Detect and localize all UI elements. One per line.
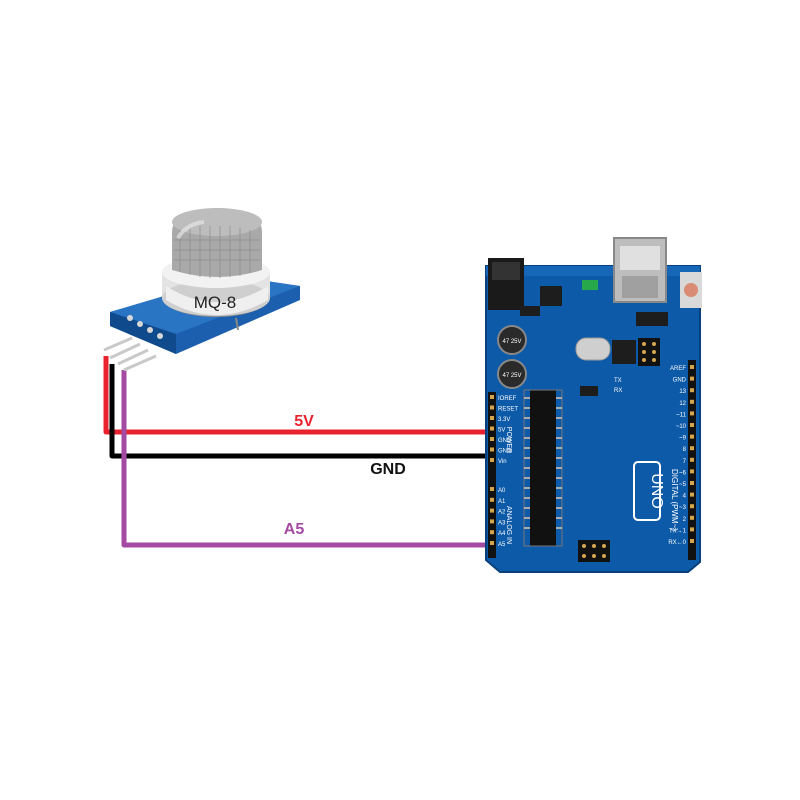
digital-pin-label: 2 (683, 517, 687, 523)
crystal-oscillator (575, 337, 611, 361)
wire-label-gnd: GND (370, 461, 406, 478)
digital-pin-label: AREF (670, 366, 686, 372)
digital-pin-hole (690, 434, 694, 439)
icsp-header-main (578, 540, 610, 562)
rx-led-label: RX (614, 388, 622, 394)
power-pin-hole (490, 395, 494, 399)
digital-pin-hole (690, 411, 694, 416)
power-header-label: POWER (505, 427, 512, 453)
analog-pin-label: A2 (498, 510, 506, 516)
analog-pin-label: A3 (498, 520, 506, 526)
usb-controller-chip (612, 340, 636, 364)
analog-pin-label: A0 (498, 488, 506, 494)
uno-logo: UNO (633, 461, 665, 521)
digital-pin-label: 12 (679, 401, 686, 407)
digital-pin-label: GND (673, 378, 687, 384)
svg-text:47 25V: 47 25V (502, 373, 521, 379)
electrolytic-capacitor-1: 47 25V (497, 325, 527, 355)
analog-pin-hole (490, 508, 494, 513)
wire-gnd (109, 364, 486, 459)
analog-pin-hole (490, 541, 494, 545)
digital-pin-hole (690, 469, 694, 474)
wire-label-5v: 5V (294, 413, 314, 430)
power-pin-label: 5V (498, 428, 505, 434)
power-pin-label: IOREF (498, 396, 517, 402)
digital-pin-hole (690, 446, 694, 451)
digital-pin-label: ~6 (679, 470, 687, 476)
icsp-header-usb (638, 338, 660, 366)
power-analog-header (488, 392, 496, 558)
digital-pin-label: ~3 (679, 505, 687, 511)
digital-pin-label: RX←0 (668, 540, 686, 546)
digital-pin-label: 4 (683, 494, 687, 500)
power-pin-label: Vin (498, 459, 507, 465)
analog-pin-label: A5 (498, 542, 506, 548)
digital-pin-label: ~9 (679, 436, 687, 442)
analog-pin-hole (490, 530, 494, 535)
digital-pin-labels: AREF GND 13 12 ~11 ~10 ~9 8 7 ~6 ~5 4 ~3 2TX→1RX←0 (668, 365, 694, 546)
uno-pcb (485, 265, 701, 573)
power-pin-hole (490, 447, 494, 452)
digital-pin-hole (690, 481, 694, 485)
digital-pin-label: 7 (683, 459, 687, 465)
usb-b-port (613, 237, 667, 303)
digital-pin-label: 13 (679, 389, 686, 395)
digital-pin-hole (690, 492, 694, 497)
analog-pin-hole (490, 519, 494, 524)
analog-pin-hole (490, 487, 494, 491)
electrolytic-capacitor-2: 47 25V (497, 359, 527, 389)
tx-led-label: TX (614, 378, 622, 384)
analog-pin-hole (490, 497, 494, 502)
svg-text:47 25V: 47 25V (502, 339, 521, 345)
wires (103, 356, 486, 548)
analog-pin-label: A4 (498, 531, 506, 537)
power-pin-hole (490, 426, 494, 431)
svg-text:UNO: UNO (648, 473, 665, 509)
digital-pin-hole (690, 365, 694, 369)
analog-header-label: ANALOG IN (505, 506, 512, 544)
power-pin-label: GND (498, 449, 512, 455)
dc-power-jack (488, 258, 524, 310)
digital-pin-hole (690, 527, 694, 532)
digital-pin-hole (690, 515, 694, 520)
arduino-uno-board: 47 25V 47 25V (485, 237, 702, 573)
digital-pin-label: ~5 (679, 482, 687, 488)
voltage-regulator (540, 286, 562, 306)
digital-pin-hole (690, 376, 694, 381)
power-pin-hole (490, 458, 494, 462)
digital-header-label: DIGITAL (PWM~) (670, 469, 679, 531)
digital-pin-hole (690, 388, 694, 393)
power-pin-label: 3.3V (498, 417, 510, 423)
digital-pin-hole (690, 504, 694, 509)
wire-a5 (121, 370, 486, 548)
digital-pin-hole (690, 423, 694, 427)
analog-pin-label: A1 (498, 499, 506, 505)
digital-pin-label: 8 (683, 447, 687, 453)
sensor-mesh-cap (172, 208, 262, 278)
digital-pin-hole (690, 457, 694, 462)
digital-pin-label: ~11 (676, 412, 686, 418)
mq8-sensor-module: MQ-8 (103, 208, 300, 372)
digital-pin-label: TX→1 (669, 528, 687, 534)
digital-pin-label: ~10 (676, 424, 687, 430)
atmega328p-chip (523, 389, 563, 547)
power-pin-hole (490, 437, 494, 441)
wire-5v (103, 356, 486, 435)
reset-button (680, 272, 702, 308)
power-pin-hole (490, 405, 494, 410)
power-pin-label: GND (498, 438, 512, 444)
sensor-header-pins (103, 336, 157, 372)
polyfuse (582, 280, 598, 290)
power-pin-hole (490, 416, 494, 420)
sensor-model-label: MQ-8 (194, 293, 237, 312)
wire-label-a5: A5 (284, 521, 305, 538)
digital-pin-hole (690, 539, 694, 543)
digital-pin-hole (690, 399, 694, 404)
power-pin-label: RESET (498, 407, 518, 413)
